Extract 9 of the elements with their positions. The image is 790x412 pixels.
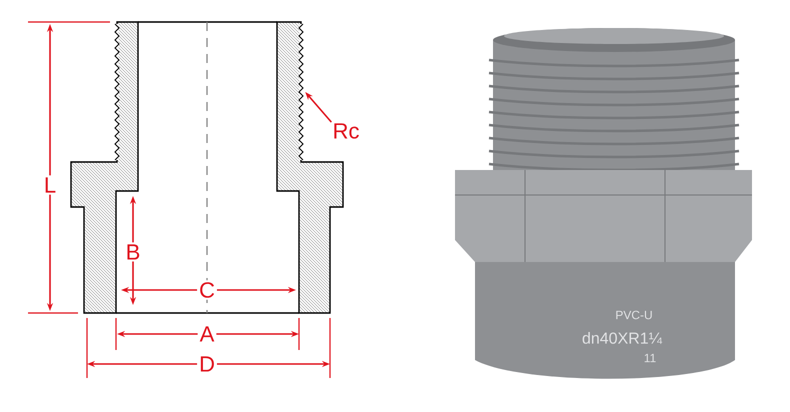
dimension-label: L — [42, 175, 58, 195]
dimension-label: D — [197, 354, 217, 374]
embossed-text: 11 — [644, 354, 656, 362]
dimension-label: A — [198, 324, 216, 344]
embossed-text: PVC-U — [616, 310, 652, 320]
callout-label: Rc — [334, 123, 359, 139]
embossed-text: dn40XR1¼ — [582, 332, 662, 344]
dimension-label: B — [124, 242, 142, 262]
dimension-label: C — [197, 280, 217, 300]
